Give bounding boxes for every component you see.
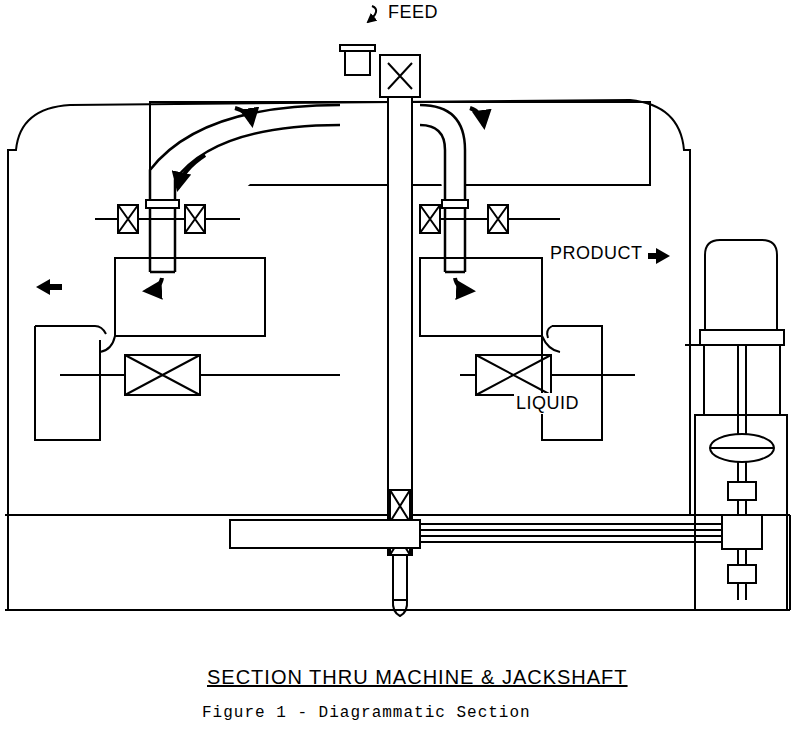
distributor-pipe: [445, 271, 465, 274]
figure-title: SECTION THRU MACHINE & JACKSHAFT: [205, 666, 630, 689]
motor: [705, 240, 777, 330]
central-shaft: [393, 600, 407, 616]
feed-pipe: [340, 6, 376, 75]
motor: [737, 345, 739, 600]
upper-bearing: [118, 205, 138, 233]
flow-arrow: [455, 278, 472, 291]
basket: [115, 258, 265, 336]
lower-bearing: [476, 355, 551, 395]
flow-arrow: [178, 155, 205, 188]
feed-pipe: [345, 50, 370, 75]
motor: [704, 345, 780, 415]
part-label: LIQUID: [514, 393, 581, 414]
motor: [700, 330, 784, 345]
flow-arrow: [235, 108, 252, 124]
motor: [710, 434, 774, 462]
motor: [685, 344, 704, 346]
liquid-trough: [35, 326, 100, 440]
distributor-pipe: [150, 105, 340, 272]
lower-bearing: [60, 336, 635, 395]
product-arrow: [36, 279, 62, 295]
motor: [728, 565, 756, 583]
jackshaft-belt: [230, 520, 742, 548]
distributor-pipe: [150, 105, 465, 272]
upper-bearing: [420, 205, 440, 233]
housing: [789, 515, 791, 610]
lower-bearing: [125, 355, 200, 395]
upper-bearing: [95, 218, 240, 220]
housing: [8, 100, 690, 610]
machine-section: [5, 6, 790, 616]
motor: [728, 482, 756, 500]
jackshaft-belt: [230, 520, 420, 548]
central-shaft: [380, 55, 420, 97]
upper-bearing: [488, 205, 508, 233]
distributor-pipe: [420, 125, 445, 272]
jackshaft-belt: [420, 523, 742, 525]
basket: [115, 258, 542, 336]
flow-arrow: [470, 108, 484, 126]
part-label: PRODUCT: [548, 243, 645, 264]
motor: [722, 515, 762, 549]
motor: [685, 240, 787, 610]
upper-bearing: [488, 205, 508, 233]
upper-bearing: [95, 200, 560, 233]
upper-bearing: [146, 200, 179, 208]
liquid-trough: [35, 326, 602, 440]
upper-bearing: [442, 200, 468, 208]
upper-bearing: [118, 205, 138, 233]
jackshaft-belt: [420, 535, 742, 537]
lower-bearing: [100, 336, 115, 352]
jackshaft-belt: [420, 541, 742, 543]
part-label: FEED: [386, 2, 440, 23]
central-shaft: [393, 555, 407, 600]
upper-bearing: [185, 205, 205, 233]
flow-arrow: [146, 278, 162, 291]
upper-bearing: [420, 205, 440, 233]
flow-arrow: [146, 108, 484, 291]
lower-bearing: [542, 336, 560, 352]
lower-bearing: [476, 355, 551, 395]
liquid-trough: [35, 326, 106, 334]
motor: [695, 415, 787, 610]
central-shaft: [388, 63, 412, 89]
product-arrow: [648, 248, 670, 264]
distributor-pipe: [175, 125, 340, 272]
central-shaft: [388, 95, 412, 555]
lower-bearing: [125, 355, 200, 395]
liquid-trough: [547, 326, 552, 338]
distributor-pipe: [420, 105, 465, 272]
motor: [710, 447, 774, 449]
upper-bearing: [185, 205, 205, 233]
housing: [5, 609, 790, 611]
basket: [420, 258, 542, 336]
figure-caption: Figure 1 - Diagrammatic Section: [200, 704, 533, 722]
feed-pipe: [340, 45, 375, 51]
feed-pipe: [368, 6, 376, 22]
distributor-pipe: [150, 271, 175, 274]
liquid-trough: [542, 326, 602, 440]
motor: [745, 345, 747, 600]
jackshaft-belt: [420, 529, 742, 531]
